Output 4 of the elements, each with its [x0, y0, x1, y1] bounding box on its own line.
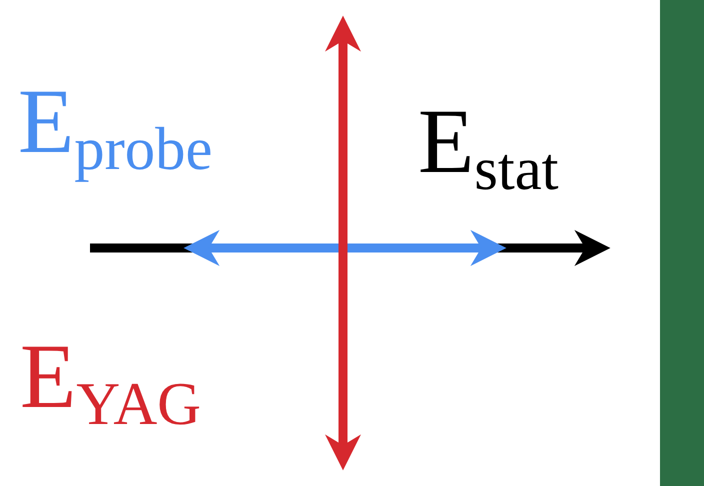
electrode-plate	[660, 0, 704, 486]
field-label: E$_{stat}$	[418, 95, 559, 201]
field-label: E$_{probe}$	[18, 75, 212, 181]
field-label: E$_{YAG}$	[20, 330, 202, 436]
